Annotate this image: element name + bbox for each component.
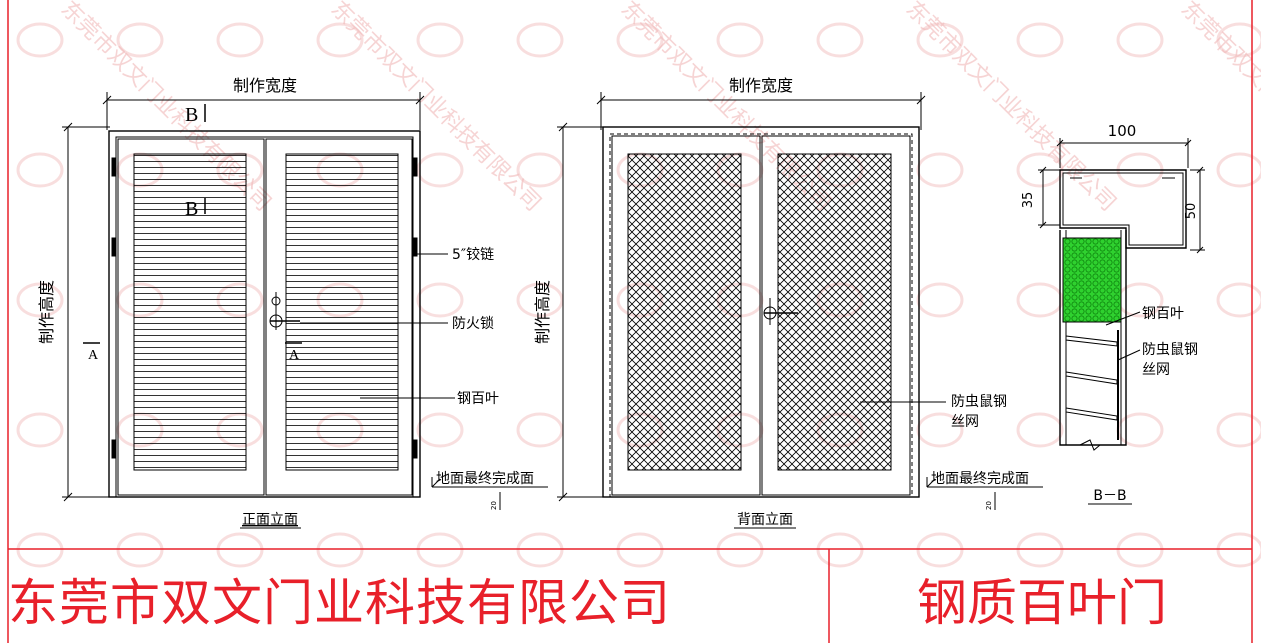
front-width-label: 制作宽度 — [233, 76, 297, 95]
lock-label: 防火锁 — [452, 316, 494, 332]
section-a-marker-left: A — [88, 348, 99, 363]
dim-35: 35 — [1021, 192, 1036, 209]
product-name: 钢质百叶门 — [917, 574, 1167, 632]
back-elevation — [557, 92, 1043, 510]
louver-label: 钢百叶 — [457, 391, 499, 407]
back-height-label: 制作高度 — [533, 280, 552, 344]
section-louver-label: 钢百叶 — [1142, 306, 1184, 322]
floor-label-back: 地面最终完成面 — [931, 471, 1029, 487]
section-caption: B－B — [1093, 488, 1126, 504]
back-width-label: 制作宽度 — [729, 76, 793, 95]
section-b-marker-mid: B — [185, 198, 198, 220]
drawing-frame — [7, 0, 1253, 643]
section-b-marker-top: B — [185, 104, 198, 126]
company-name: 东莞市双文门业科技有限公司 — [8, 574, 671, 632]
watermark — [16, 22, 1261, 568]
floor-dim-back: 20 — [985, 501, 993, 510]
back-elevation-text: 制作宽度 制作高度 防虫鼠钢 丝网 地面最终完成面 20 背面立面 — [533, 76, 1029, 528]
floor-label-front: 地面最终完成面 — [436, 471, 534, 487]
back-caption: 背面立面 — [737, 512, 793, 528]
section-mesh-label-line1: 防虫鼠钢 — [1142, 342, 1198, 358]
mesh-label-line1: 防虫鼠钢 — [951, 394, 1007, 410]
mesh-label-line2: 丝网 — [951, 414, 979, 430]
front-elevation — [62, 92, 548, 510]
floor-dim-front: 20 — [490, 501, 498, 510]
hinge-label: 5″铰链 — [452, 247, 494, 263]
section-a-marker-right: A — [289, 348, 300, 363]
section-bb — [1038, 138, 1205, 451]
dim-width-100: 100 — [1108, 122, 1137, 140]
section-mesh-label-line2: 丝网 — [1142, 362, 1170, 378]
front-height-label: 制作高度 — [37, 280, 56, 344]
front-caption: 正面立面 — [242, 512, 298, 528]
section-bb-text: 100 35 50 钢百叶 防虫鼠钢 丝网 B－B — [1021, 122, 1199, 504]
front-elevation-text: 制作宽度 制作高度 B B A A 5″铰链 防火锁 钢百叶 地面最终完成面 2… — [37, 76, 534, 528]
dim-50: 50 — [1184, 203, 1199, 220]
